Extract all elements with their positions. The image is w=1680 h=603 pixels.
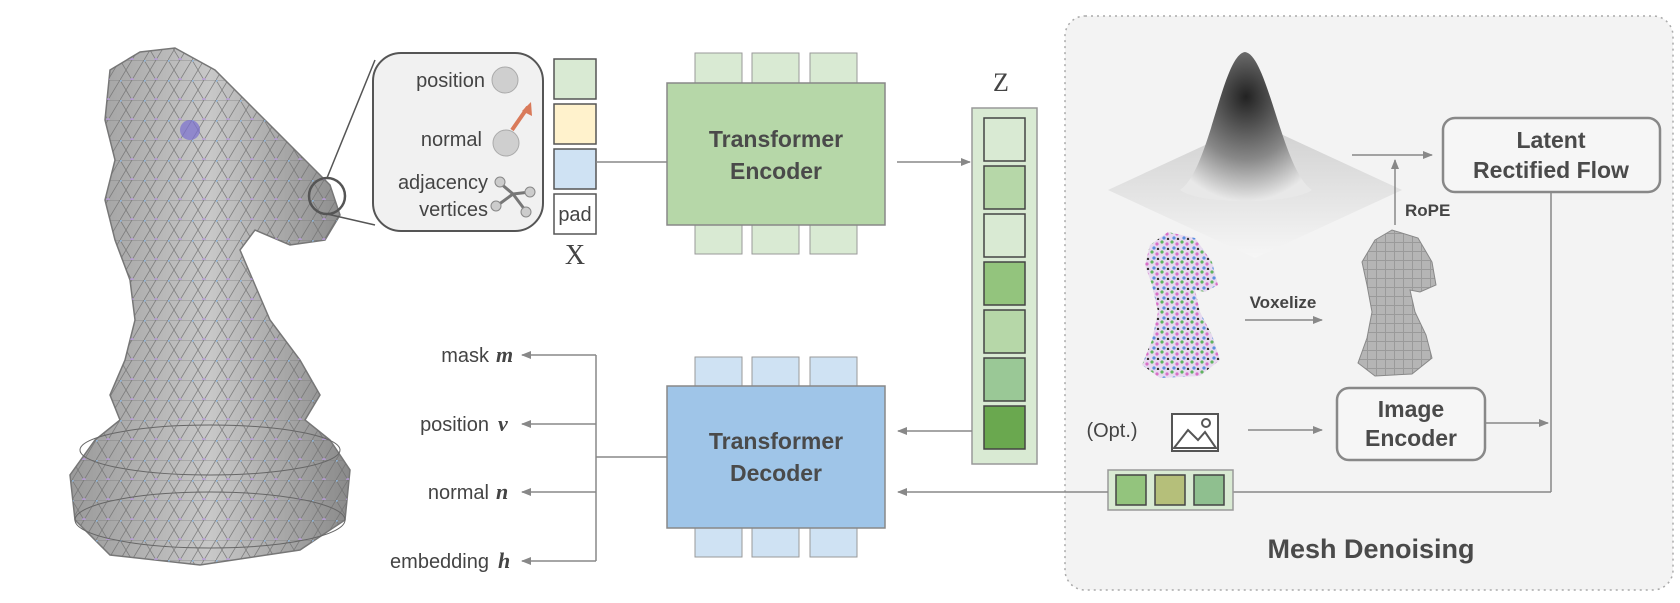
output-position: position v	[420, 411, 508, 436]
image-encoder-label-line2: Encoder	[1365, 425, 1457, 451]
image-icon	[1171, 413, 1219, 452]
gaussian-surface-illustration	[1108, 52, 1402, 258]
output-mask: mask m	[441, 342, 513, 367]
voxel-knight-illustration	[1357, 229, 1437, 377]
transformer-decoder: Transformer Decoder	[666, 356, 886, 558]
output-mask-label: mask	[441, 345, 490, 367]
z-label: Z	[993, 68, 1009, 97]
x-label: X	[565, 240, 585, 271]
mesh-denoising-title: Mesh Denoising	[1267, 534, 1474, 564]
decoder-label-line1: Transformer	[709, 428, 843, 454]
pad-token-label: pad	[558, 204, 591, 226]
output-mask-symbol: m	[496, 342, 513, 367]
encoder-label-line1: Transformer	[709, 126, 843, 152]
transformer-encoder: Transformer Encoder	[666, 52, 886, 255]
normal-sphere-icon	[492, 129, 520, 157]
output-position-symbol: v	[498, 411, 508, 436]
feature-normal-label: normal	[421, 129, 482, 151]
denoised-token-stack	[1107, 469, 1234, 511]
rope-label: RoPE	[1405, 201, 1450, 220]
feature-adjacency-label: adjacency	[398, 172, 488, 194]
flow-label-line2: Rectified Flow	[1473, 157, 1629, 183]
voxelize-label: Voxelize	[1250, 293, 1317, 312]
flow-label-line1: Latent	[1517, 127, 1586, 153]
input-features-callout: position normal adjacency vertices	[372, 52, 544, 232]
knight-mesh-illustration	[69, 47, 351, 566]
mesh-denoising-panel: Mesh Denoising Latent Rectified Flow RoP…	[1064, 15, 1674, 591]
image-encoder: Image Encoder	[1335, 386, 1487, 462]
output-normal-label: normal	[428, 482, 489, 504]
output-normal: normal n	[428, 479, 508, 504]
input-token-stack: pad X	[553, 58, 597, 271]
feature-vertices-label: vertices	[419, 199, 488, 221]
output-embedding-label: embedding	[390, 551, 489, 573]
encoder-label-line2: Encoder	[730, 158, 822, 184]
latent-rectified-flow: Latent Rectified Flow	[1441, 116, 1662, 194]
decoder-label-line2: Decoder	[730, 460, 822, 486]
sphere-icon	[491, 66, 519, 94]
point-cloud-knight-illustration	[1142, 232, 1220, 378]
feature-position-label: position	[416, 70, 485, 92]
decoder-outputs	[521, 351, 667, 565]
image-encoder-label-line1: Image	[1378, 396, 1444, 422]
opt-label: (Opt.)	[1086, 420, 1137, 442]
output-position-label: position	[420, 414, 489, 436]
output-normal-symbol: n	[496, 479, 508, 504]
latent-token-stack: Z	[971, 68, 1038, 465]
output-embedding: embedding h	[390, 548, 510, 573]
output-embedding-symbol: h	[498, 548, 510, 573]
